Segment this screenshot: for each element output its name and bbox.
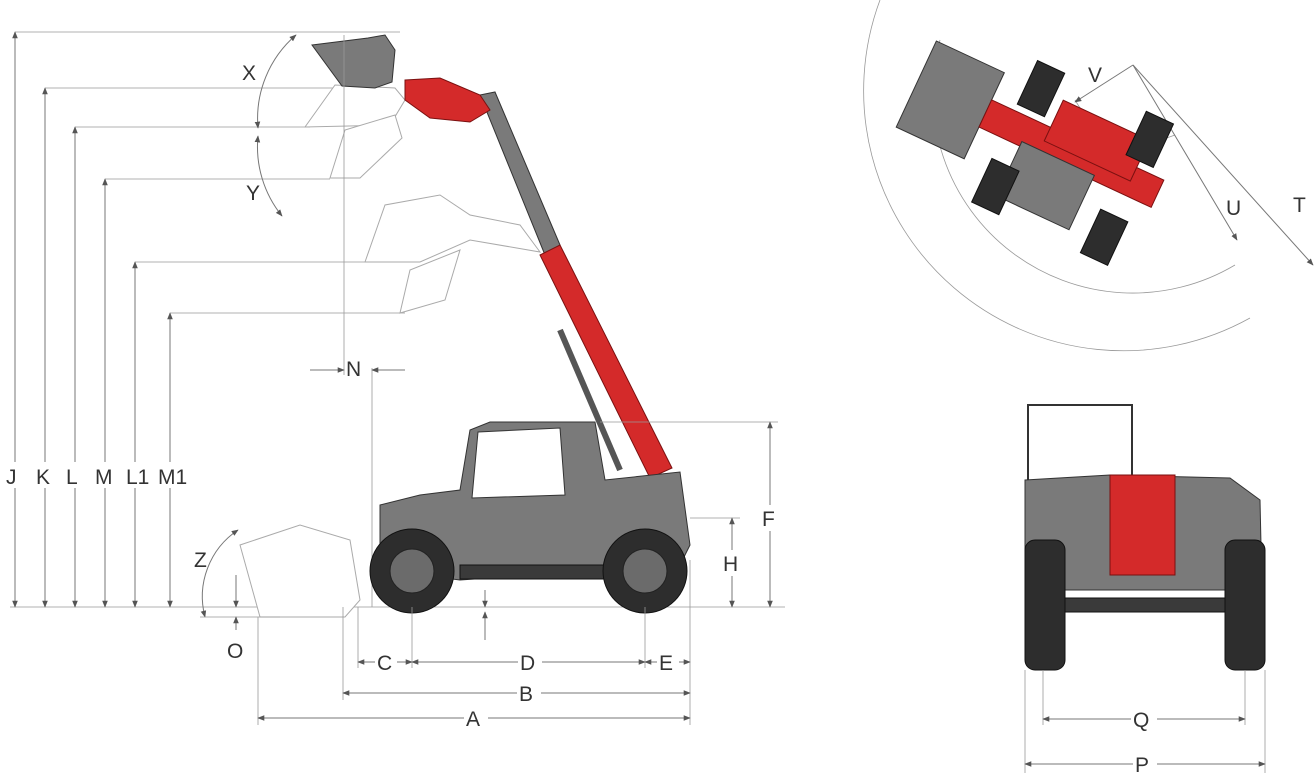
ghost-bucket-2 (329, 114, 403, 179)
front-axle (1064, 597, 1226, 613)
label-E: E (659, 652, 673, 675)
dimension-F: F (600, 421, 784, 608)
ghost-bucket-4 (399, 249, 461, 314)
ghost-bucket-ground (239, 524, 361, 618)
cab-window (471, 427, 566, 499)
label-X: X (242, 62, 256, 85)
raised-bucket (311, 34, 396, 89)
front-cab-frame (1027, 404, 1133, 486)
label-H: H (723, 553, 738, 576)
label-F: F (762, 508, 775, 531)
front-boom-head (1109, 474, 1176, 576)
front-view: Q P (1024, 404, 1266, 773)
bucket-angle-arcs: X Y (242, 34, 297, 217)
label-K: K (36, 466, 50, 489)
label-D: D (520, 652, 535, 675)
dimension-Z-O: Z O (194, 529, 488, 663)
side-wheels (369, 528, 688, 614)
label-B: B (519, 683, 533, 706)
telescopic-boom (404, 77, 673, 479)
side-view: J K L M L1 M1 X Y (2, 31, 785, 731)
label-A: A (466, 708, 480, 731)
label-N: N (346, 358, 361, 381)
label-L1: L1 (126, 466, 149, 489)
label-M1: M1 (158, 466, 187, 489)
label-V: V (1088, 64, 1102, 87)
front-left-wheel (1024, 539, 1066, 671)
chassis (379, 421, 691, 581)
top-view-machine (895, 40, 1175, 267)
label-Q: Q (1133, 709, 1149, 732)
label-Y: Y (246, 182, 260, 205)
telehandler-body (379, 421, 691, 581)
outer-turning-arc (863, 0, 1251, 352)
ghost-bucket-positions (239, 84, 542, 618)
label-L: L (66, 466, 78, 489)
boom-head (404, 77, 491, 123)
ghost-bucket-3 (364, 194, 542, 263)
front-right-wheel (1224, 539, 1266, 671)
label-O: O (227, 640, 243, 663)
label-M: M (95, 466, 113, 489)
label-U: U (1226, 197, 1241, 220)
label-P: P (1135, 754, 1149, 773)
label-Z: Z (194, 549, 207, 572)
dimension-H: H (690, 517, 746, 608)
label-C: C (377, 652, 392, 675)
chassis-frame (459, 564, 611, 580)
horizontal-dimensions: C D E B A (257, 560, 691, 731)
label-J: J (6, 466, 17, 489)
lift-cylinder (557, 328, 623, 472)
height-dimensions: J K L M L1 M1 (2, 31, 405, 608)
top-view-turning: V U T (863, 0, 1314, 352)
label-T: T (1293, 194, 1306, 217)
boom-outer-section (539, 244, 673, 479)
top-bucket (895, 40, 1005, 160)
